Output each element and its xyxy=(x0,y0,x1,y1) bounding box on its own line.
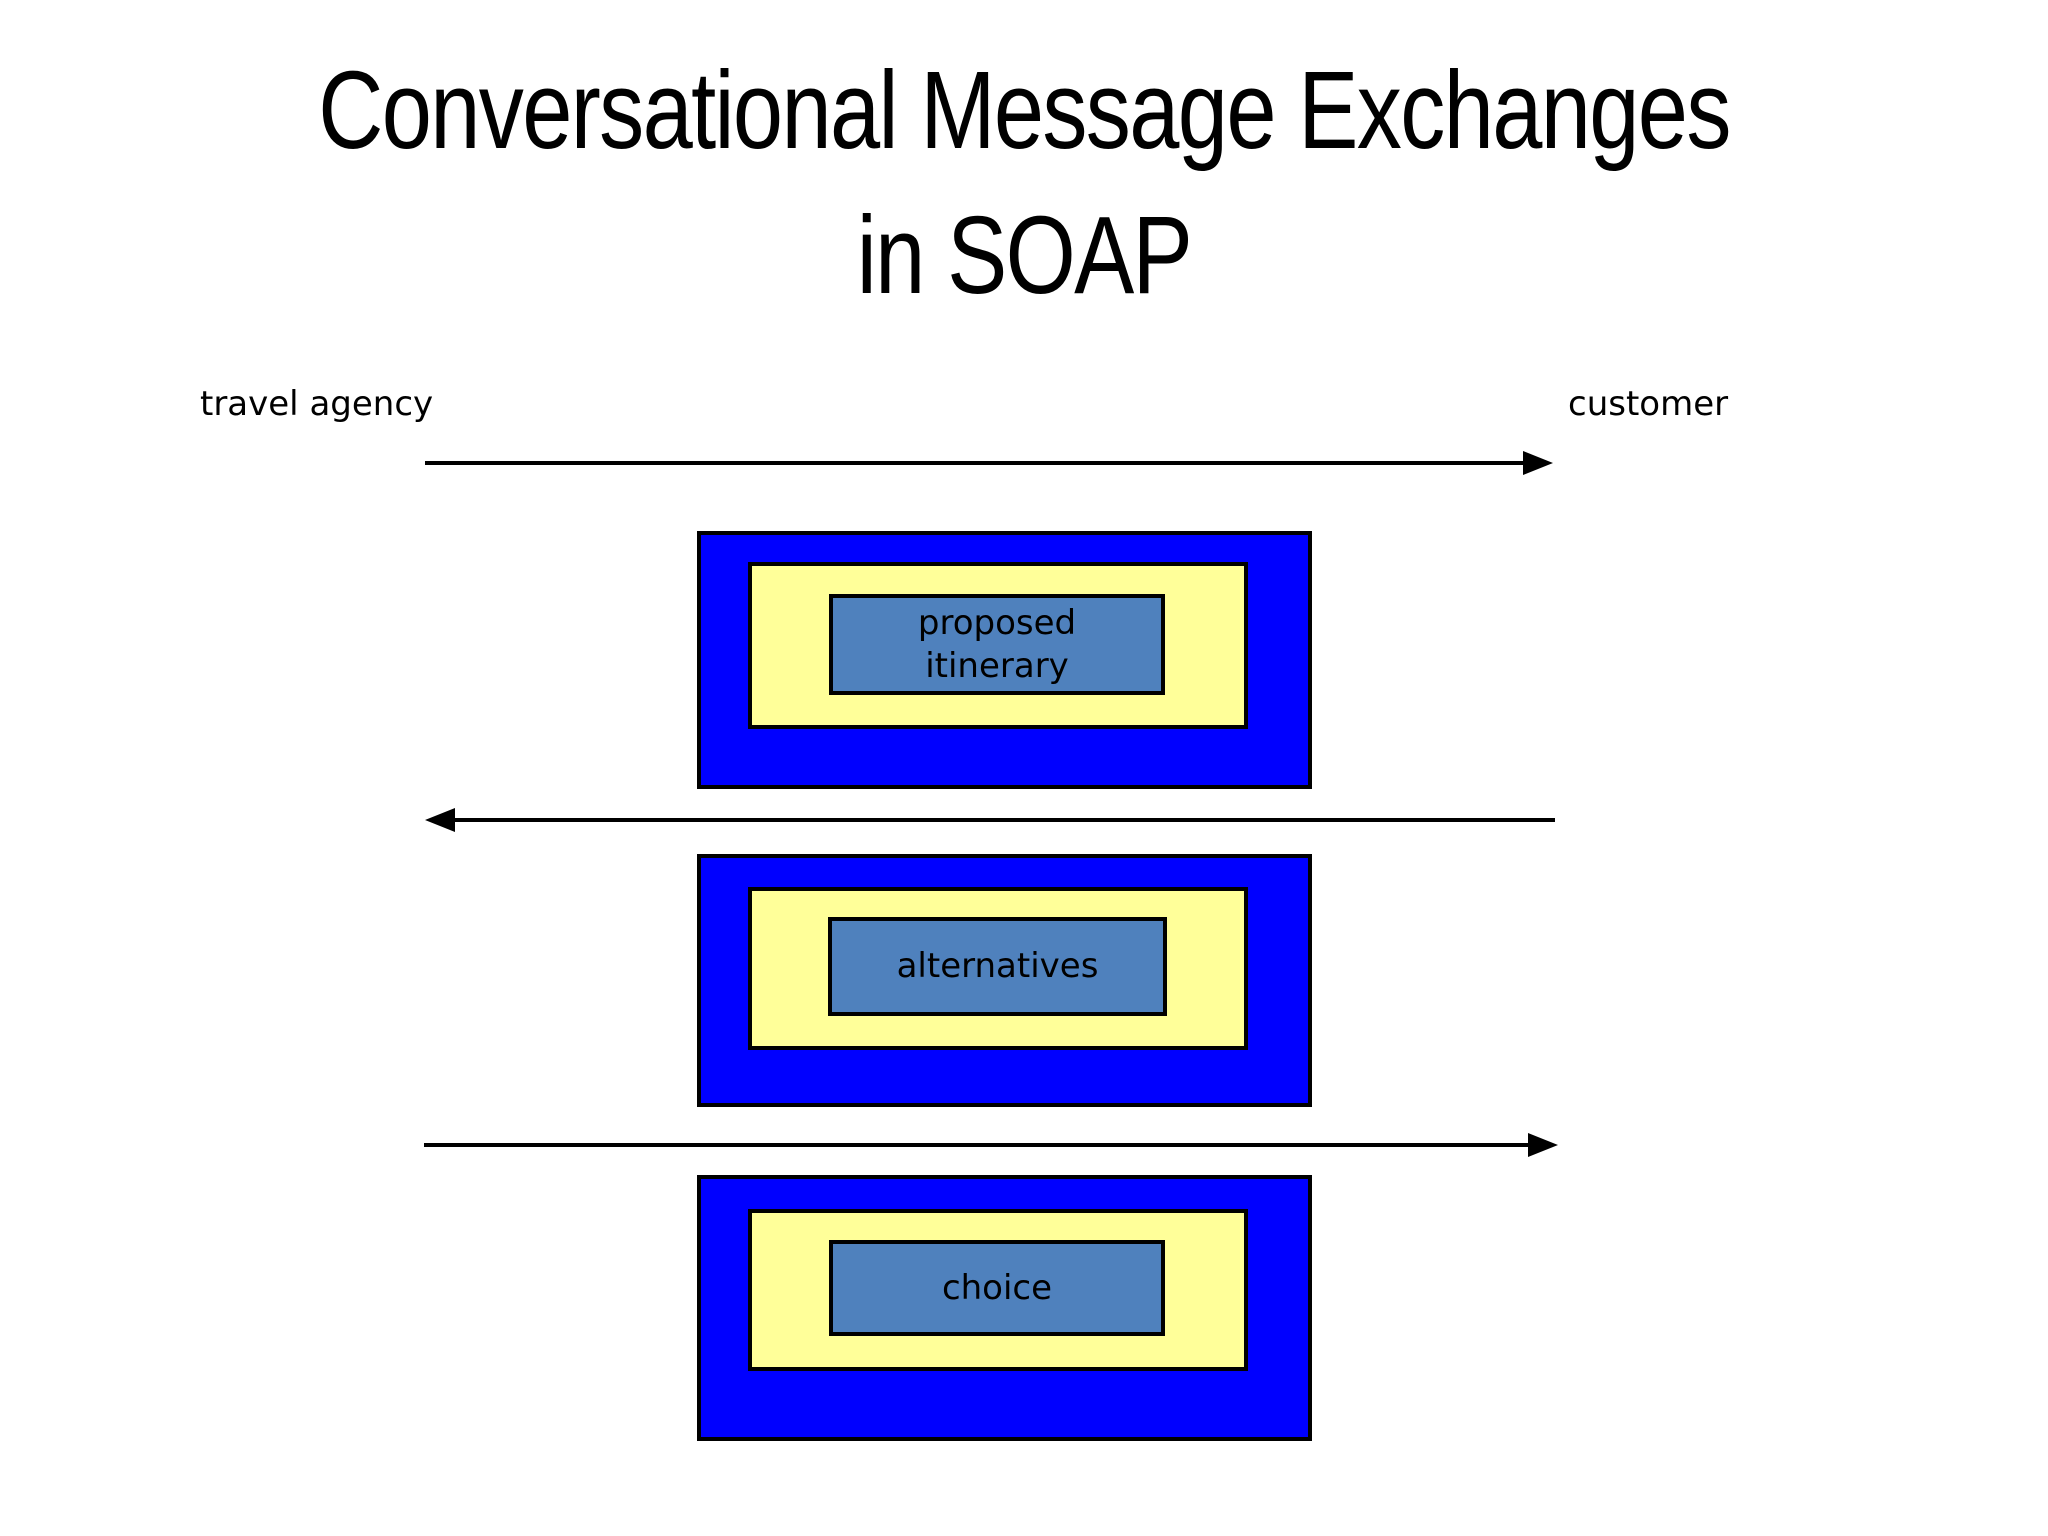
arrowhead-left-icon xyxy=(425,808,455,832)
soap-envelope-choice: choice xyxy=(697,1175,1312,1441)
payload-box: proposed itinerary xyxy=(829,594,1165,695)
payload-label: proposed itinerary xyxy=(917,603,1077,686)
arrow-shaft xyxy=(447,818,1555,822)
participant-label-customer: customer xyxy=(1568,384,1729,424)
payload-box: choice xyxy=(829,1240,1165,1336)
slide-title-line1: Conversational Message Exchanges xyxy=(318,49,1731,172)
message-arrow-3-right xyxy=(424,1133,1558,1157)
arrow-shaft xyxy=(424,1143,1536,1147)
soap-body-layer: alternatives xyxy=(748,887,1248,1050)
slide-title-line2: in SOAP xyxy=(856,194,1193,318)
participant-label-travel-agency: travel agency xyxy=(200,384,434,424)
payload-label: choice xyxy=(941,1267,1053,1308)
soap-body-layer: proposed itinerary xyxy=(748,562,1248,729)
arrow-shaft xyxy=(425,461,1531,465)
soap-envelope-proposed-itinerary: proposed itinerary xyxy=(697,531,1312,789)
arrowhead-right-icon xyxy=(1523,451,1553,475)
slide-title: Conversational Message Exchanges in SOAP xyxy=(184,38,1863,328)
message-arrow-2-left xyxy=(425,808,1555,832)
message-arrow-1-right xyxy=(425,451,1553,475)
arrowhead-right-icon xyxy=(1528,1133,1558,1157)
payload-label: alternatives xyxy=(896,946,1099,987)
soap-envelope-alternatives: alternatives xyxy=(697,854,1312,1107)
soap-body-layer: choice xyxy=(748,1209,1248,1371)
payload-box: alternatives xyxy=(828,917,1167,1016)
